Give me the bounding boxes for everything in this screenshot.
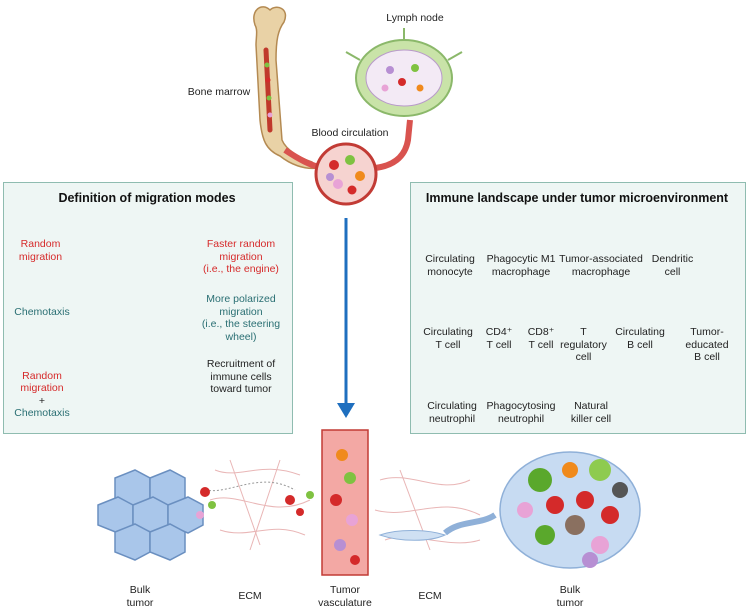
migration-panel-title: Definition of migration modes bbox=[58, 191, 236, 205]
vessel-from-lymph bbox=[374, 119, 413, 171]
cell-label-dendritic: Dendritic cell bbox=[651, 253, 694, 278]
lymph-node-illustration bbox=[345, 28, 463, 117]
immune-landscape-panel bbox=[410, 182, 746, 434]
row3-left-line: Chemotaxis bbox=[14, 407, 70, 419]
cell-label-treg: T regulatory cell bbox=[560, 326, 607, 363]
cell-label-phagocytosing-neutrophil: Phagocytosing neutrophil bbox=[486, 400, 556, 425]
blood-circulation-illustration bbox=[314, 142, 378, 206]
row1-right-label: Faster random migration (i.e., the engin… bbox=[203, 238, 279, 275]
ecm-right-label: ECM bbox=[418, 590, 442, 602]
row1-left-label: Random migration bbox=[18, 238, 63, 263]
cell-label-tam: Tumor-associated macrophage bbox=[559, 253, 643, 278]
cell-label-monocyte: Circulating monocyte bbox=[425, 253, 475, 278]
migration-modes-panel bbox=[3, 182, 293, 434]
downward-arrow bbox=[337, 218, 355, 418]
cell-label-b-cell: Circulating B cell bbox=[615, 326, 665, 351]
immune-panel-title: Immune landscape under tumor microenviro… bbox=[425, 191, 729, 205]
cell-label-nk: Natural killer cell bbox=[570, 400, 612, 425]
cell-label-t-cell: Circulating T cell bbox=[423, 326, 473, 351]
row3-left-label: Random migration + Chemotaxis bbox=[6, 357, 78, 420]
row3-left-line: Random bbox=[22, 369, 62, 382]
row3-left-line: + bbox=[38, 394, 46, 407]
bone-marrow-illustration bbox=[253, 6, 320, 170]
cell-label-tumor-educated-b: Tumor- educated B cell bbox=[685, 326, 729, 363]
bulk-tumor-left-label: Bulk tumor bbox=[126, 584, 154, 609]
bulk-tumor-right-label: Bulk tumor bbox=[556, 584, 584, 609]
row3-left-text: Random migration + Chemotaxis bbox=[14, 370, 69, 420]
blood-circulation-label: Blood circulation bbox=[311, 127, 389, 139]
left-bulk-tumor bbox=[97, 469, 204, 561]
row2-left-label: Chemotaxis bbox=[14, 306, 70, 318]
row3-right-label: Recruitment of immune cells toward tumor bbox=[206, 358, 276, 395]
row3-left-line: migration bbox=[20, 382, 64, 394]
cell-label-cd8: CD8⁺ T cell bbox=[527, 326, 555, 351]
left-migrating-cells bbox=[196, 487, 314, 519]
tumor-vasculature-label: Tumor vasculature bbox=[318, 584, 372, 609]
ecm-left-label: ECM bbox=[238, 590, 262, 602]
row2-right-label: More polarized migration (i.e., the stee… bbox=[201, 293, 281, 343]
right-migrating-cell bbox=[378, 512, 497, 541]
right-bulk-tumor bbox=[499, 451, 641, 569]
left-ecm bbox=[204, 459, 311, 551]
bone-marrow-label: Bone marrow bbox=[187, 86, 251, 98]
tumor-vasculature bbox=[321, 429, 369, 576]
cell-label-cd4: CD4⁺ T cell bbox=[485, 326, 513, 351]
cell-label-neutrophil: Circulating neutrophil bbox=[427, 400, 477, 425]
lymph-node-label: Lymph node bbox=[386, 12, 444, 24]
cell-label-m1-macrophage: Phagocytic M1 macrophage bbox=[486, 253, 556, 278]
